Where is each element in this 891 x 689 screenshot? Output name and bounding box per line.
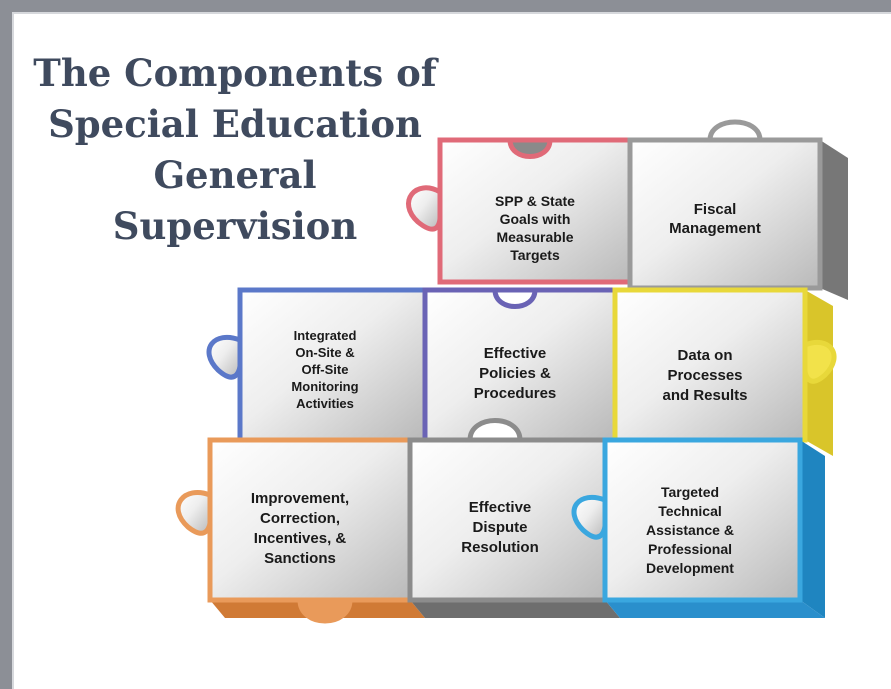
piece-tab bbox=[802, 339, 837, 384]
piece-face bbox=[602, 437, 803, 603]
piece-tab bbox=[406, 185, 443, 232]
piece-face bbox=[612, 287, 808, 443]
piece-side bbox=[605, 600, 825, 618]
piece-knob bbox=[297, 597, 353, 624]
piece-tab bbox=[571, 494, 608, 540]
piece-side bbox=[820, 140, 848, 300]
slide-title: The Components of Special Education Gene… bbox=[33, 51, 437, 248]
piece-side bbox=[410, 600, 620, 618]
piece-tab bbox=[175, 490, 213, 536]
piece-knob bbox=[492, 287, 538, 309]
piece-knob bbox=[467, 418, 523, 443]
piece-side bbox=[800, 440, 825, 618]
piece-knob bbox=[707, 119, 763, 143]
slide-frame bbox=[12, 12, 891, 689]
puzzle-piece-improvement: Improvement,Correction,Incentives, &Sanc… bbox=[175, 437, 425, 624]
piece-label: Improvement,Correction,Incentives, &Sanc… bbox=[251, 490, 349, 567]
piece-face bbox=[437, 137, 633, 285]
piece-tab bbox=[206, 334, 243, 380]
